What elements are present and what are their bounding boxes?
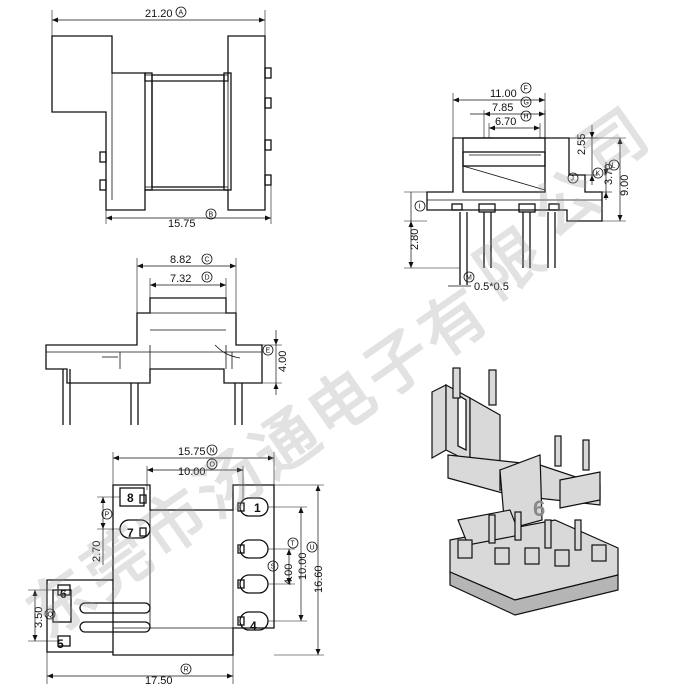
svg-text:C: C <box>205 257 210 264</box>
top-view-outline <box>51 35 266 211</box>
marker-k <box>592 167 604 179</box>
dim-depth: 16.60 <box>313 565 325 593</box>
svg-text:R: R <box>184 667 189 674</box>
svg-text:F: F <box>524 86 528 93</box>
pin-label: 1 <box>254 501 261 515</box>
dim-step: 3.70 <box>603 164 615 185</box>
dim-left-pitch: 2.70 <box>91 541 103 562</box>
marker-g <box>520 96 532 108</box>
marker-j <box>567 172 579 184</box>
dim-bottom-width: 17.50 <box>145 675 173 687</box>
dim-inner: 6.70 <box>495 116 516 128</box>
bobbin-core <box>151 74 225 188</box>
top-pin <box>264 139 272 151</box>
svg-text:D: D <box>205 275 210 282</box>
svg-text:G: G <box>524 100 529 107</box>
marker-p <box>101 508 113 520</box>
dim-pitch-t: 10.00 <box>297 552 309 580</box>
marker-m <box>463 271 475 283</box>
svg-text:N: N <box>210 448 215 455</box>
marker-u <box>306 541 318 553</box>
dim-left-low: 3.50 <box>33 607 45 628</box>
marker-q <box>44 608 56 620</box>
dim-flange-outer: 8.82 <box>170 254 191 266</box>
dim-height: 9.00 <box>619 175 631 196</box>
dim-flange-inner: 7.32 <box>170 273 191 285</box>
svg-text:P: P <box>105 512 110 519</box>
svg-text:B: B <box>209 212 214 219</box>
dim-width-overall: 21.20 <box>145 8 173 20</box>
pin-label: 8 <box>127 491 134 505</box>
dim-top-step: 2.55 <box>576 134 588 155</box>
marker-b <box>205 208 217 220</box>
front-view: 11.00 F 7.85 G 6.70 H 2.55 J 3.70 K <box>404 82 631 293</box>
top-view: 21.20 A 15.75 B <box>51 6 272 230</box>
pin-label: 4 <box>250 619 257 633</box>
svg-text:S: S <box>271 564 276 571</box>
marker-l <box>608 159 620 171</box>
dim-width-base: 15.75 <box>168 218 196 230</box>
svg-text:L: L <box>612 163 616 170</box>
marker-c <box>201 253 213 265</box>
svg-text:E: E <box>266 348 271 355</box>
dim-top-width: 15.75 <box>178 446 206 458</box>
dim-pin-length: 2.80 <box>409 229 421 250</box>
marker-t <box>287 537 299 549</box>
svg-text:Q: Q <box>48 612 54 619</box>
marker-s <box>267 560 279 572</box>
marker-a <box>175 6 187 18</box>
dim-height: 4.00 <box>277 351 289 372</box>
dim-pin-span: 10.00 <box>178 466 206 478</box>
model-number: 6 <box>533 496 545 521</box>
marker-o <box>206 458 218 470</box>
svg-text:M: M <box>466 275 472 282</box>
marker-r <box>180 663 192 675</box>
top-pin <box>99 179 107 191</box>
bottom-view: 8 7 6 5 1 4 15.75 N 10.00 O 2.70 P 3. <box>28 444 325 687</box>
marker-f <box>520 82 532 94</box>
dim-pin-size: 0.5*0.5 <box>474 281 509 293</box>
svg-text:U: U <box>310 545 315 552</box>
top-pin <box>264 67 272 79</box>
dim-mid: 7.85 <box>492 102 513 114</box>
watermark-glyph: 限 <box>463 216 558 313</box>
pin-label: 5 <box>57 637 64 651</box>
svg-text:J: J <box>571 176 575 183</box>
top-pin <box>264 97 272 109</box>
svg-text:O: O <box>210 462 216 469</box>
dim-overall: 11.00 <box>490 88 517 100</box>
marker-i <box>414 200 426 212</box>
marker-e <box>262 344 274 356</box>
side-view-outline <box>45 297 263 384</box>
dim-pitch-s: 4.00 <box>283 564 295 585</box>
top-pin <box>99 151 107 163</box>
marker-d <box>201 271 213 283</box>
svg-text:H: H <box>524 114 529 121</box>
svg-text:T: T <box>291 541 296 548</box>
bobbin-3d-render: 6 <box>431 367 619 616</box>
svg-text:I: I <box>419 204 421 211</box>
svg-text:A: A <box>179 10 184 17</box>
top-pin <box>264 174 272 186</box>
svg-text:K: K <box>596 171 601 178</box>
marker-n <box>206 444 218 456</box>
pin-label: 7 <box>127 526 134 540</box>
side-view: 8.82 C 7.32 D 4.00 E <box>45 253 289 425</box>
marker-h <box>520 110 532 122</box>
pin-label: 6 <box>60 587 67 601</box>
